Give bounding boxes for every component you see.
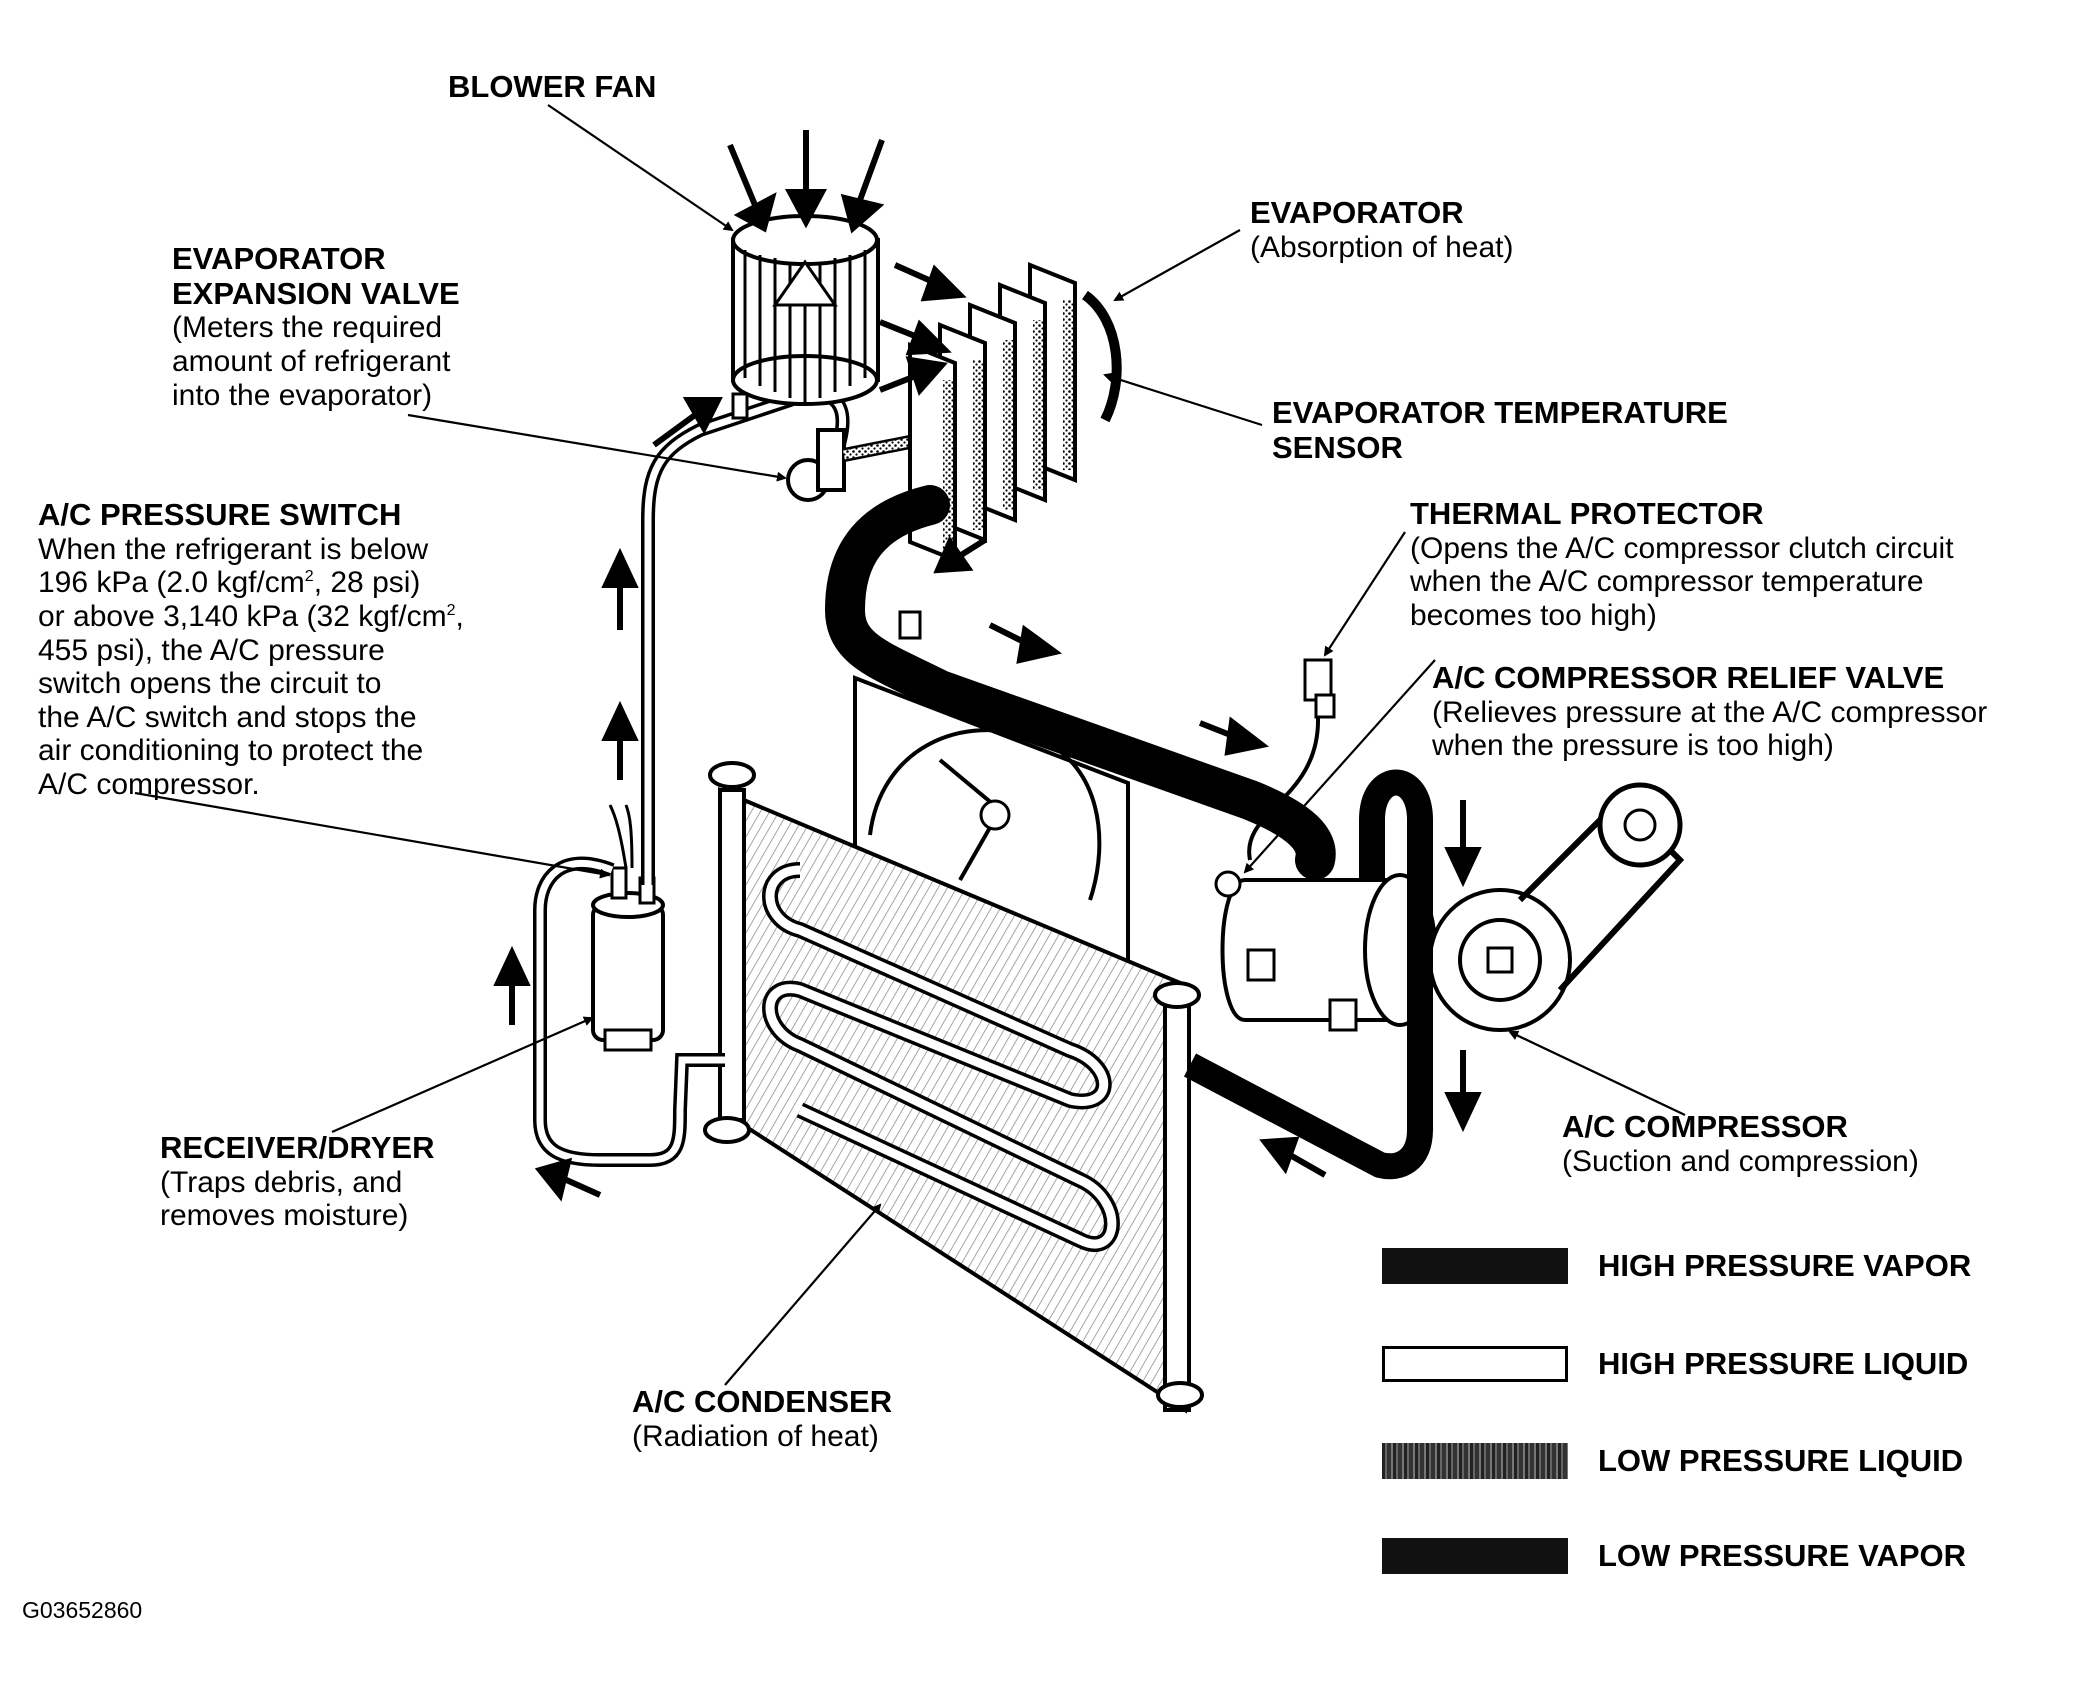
legend-swatch-low-pressure-liquid	[1382, 1443, 1568, 1479]
evaporator-title: EVAPORATOR	[1250, 195, 1464, 230]
compressor-title: A/C COMPRESSOR	[1562, 1109, 1848, 1144]
compressor	[1214, 658, 1685, 1032]
blower-fan-title: BLOWER FAN	[448, 69, 657, 104]
legend-label-high-pressure-liquid: HIGH PRESSURE LIQUID	[1598, 1346, 1969, 1381]
pressure-switch-line-7: air conditioning to protect the	[38, 734, 424, 768]
label-relief-valve: A/C COMPRESSOR RELIEF VALVE (Relieves pr…	[1432, 660, 1988, 763]
evaporator-desc: (Absorption of heat)	[1250, 230, 1514, 264]
legend-label-high-pressure-vapor: HIGH PRESSURE VAPOR	[1598, 1248, 1972, 1283]
legend-swatch-high-pressure-liquid	[1382, 1346, 1568, 1382]
label-blower-fan: BLOWER FAN	[448, 69, 657, 105]
thermal-protector-title: THERMAL PROTECTOR	[1410, 496, 1764, 531]
blower-fan	[731, 214, 880, 406]
thermal-protector-desc-2: when the A/C compressor temperature	[1410, 565, 1924, 599]
label-temperature-sensor: EVAPORATOR TEMPERATURE SENSOR	[1272, 395, 1728, 465]
thermal-protector-desc-1: (Opens the A/C compressor clutch circuit	[1410, 531, 1954, 565]
legend-label-low-pressure-vapor: LOW PRESSURE VAPOR	[1598, 1538, 1967, 1573]
receiver-dryer-title: RECEIVER/DRYER	[160, 1130, 435, 1165]
flow-arrows	[493, 130, 1482, 1202]
relief-valve-desc-2: when the pressure is too high)	[1432, 729, 1834, 763]
figure-id: G03652860	[22, 1597, 143, 1623]
pressure-switch-line-3: or above 3,140 kPa (32 kgf/cm2,	[38, 599, 464, 633]
label-receiver-dryer: RECEIVER/DRYER (Traps debris, and remove…	[160, 1130, 435, 1233]
leader-lines	[134, 104, 1686, 1386]
condenser-title: A/C CONDENSER	[632, 1384, 893, 1419]
expansion-valve-desc-1: (Meters the required	[172, 311, 443, 345]
label-compressor: A/C COMPRESSOR (Suction and compression)	[1562, 1109, 1919, 1178]
evaporator	[908, 262, 1122, 563]
expansion-valve-desc-3: into the evaporator)	[172, 378, 433, 412]
label-thermal-protector: THERMAL PROTECTOR (Opens the A/C compres…	[1410, 496, 1954, 633]
expansion-valve-title-2: EXPANSION VALVE	[172, 275, 460, 311]
pressure-switch-line-2: 196 kPa (2.0 kgf/cm2, 28 psi)	[38, 566, 421, 600]
suction-line	[824, 485, 1336, 880]
thermal-protector-desc-3: becomes too high)	[1410, 598, 1657, 632]
label-pressure-switch: A/C PRESSURE SWITCH When the refrigerant…	[38, 497, 464, 801]
temp-sensor-title-1: EVAPORATOR TEMPERATURE	[1272, 395, 1728, 430]
expansion-valve	[731, 392, 922, 502]
pressure-switch-line-5: switch opens the circuit to	[38, 667, 382, 701]
legend-swatch-high-pressure-vapor	[1382, 1248, 1568, 1284]
label-condenser: A/C CONDENSER (Radiation of heat)	[632, 1384, 893, 1453]
condenser-desc: (Radiation of heat)	[632, 1419, 879, 1453]
pressure-switch-title: A/C PRESSURE SWITCH	[38, 497, 402, 532]
relief-valve-desc-1: (Relieves pressure at the A/C compressor	[1432, 695, 1988, 729]
temp-sensor-title-2: SENSOR	[1272, 429, 1403, 465]
label-evaporator: EVAPORATOR (Absorption of heat)	[1250, 195, 1514, 264]
receiver-dryer-desc-2: removes moisture)	[160, 1199, 409, 1233]
label-expansion-valve: EVAPORATOR EXPANSION VALVE (Meters the r…	[172, 241, 460, 412]
pressure-switch-line-6: the A/C switch and stops the	[38, 700, 417, 734]
pressure-switch-line-1: When the refrigerant is below	[38, 532, 429, 566]
expansion-valve-title-1: EVAPORATOR	[172, 241, 386, 276]
receiver-dryer	[591, 866, 665, 1052]
pressure-switch-line-8: A/C compressor.	[38, 767, 260, 801]
condenser	[703, 761, 1204, 1414]
legend-swatch-low-pressure-vapor	[1382, 1538, 1568, 1574]
relief-valve-title: A/C COMPRESSOR RELIEF VALVE	[1432, 660, 1945, 695]
expansion-valve-desc-2: amount of refrigerant	[172, 345, 451, 379]
discharge-line	[1183, 769, 1433, 1180]
receiver-dryer-desc-1: (Traps debris, and	[160, 1165, 403, 1199]
legend-label-low-pressure-liquid: LOW PRESSURE LIQUID	[1598, 1443, 1964, 1478]
compressor-desc: (Suction and compression)	[1562, 1144, 1919, 1178]
pressure-switch-line-4: 455 psi), the A/C pressure	[38, 633, 385, 667]
